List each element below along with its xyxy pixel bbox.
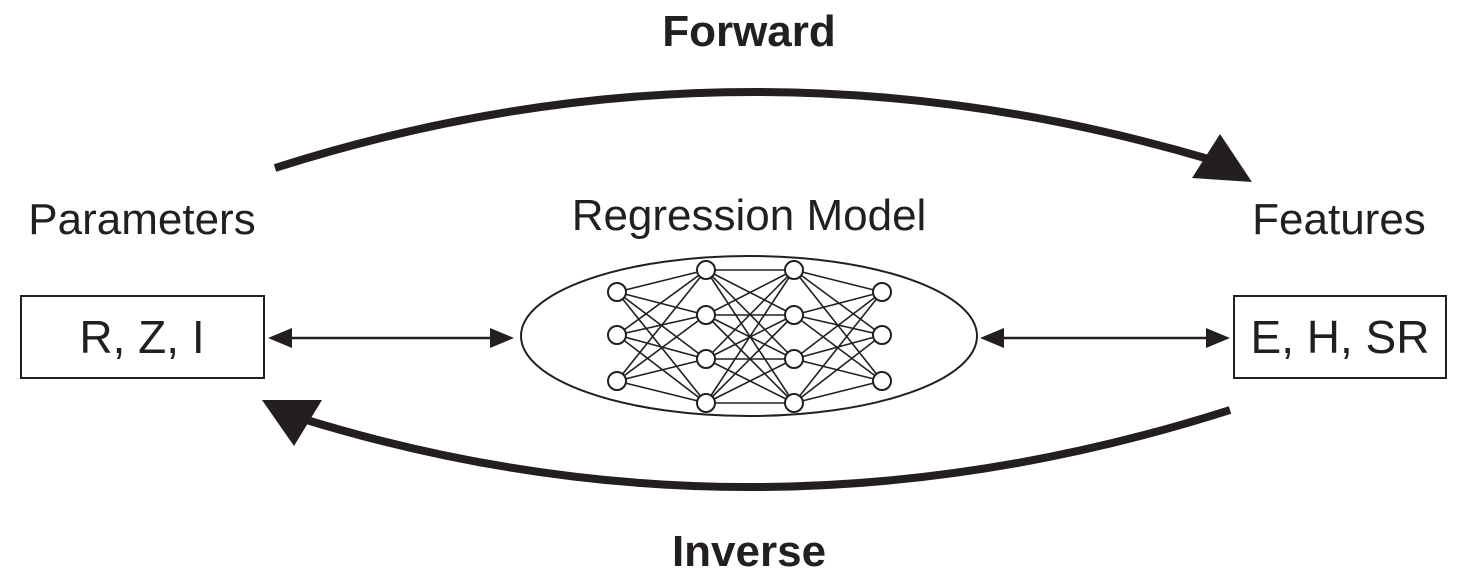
nn-connection bbox=[616, 291, 707, 316]
forward-arrow bbox=[273, 88, 1252, 182]
model-features-double-arrow bbox=[980, 328, 1230, 348]
forward-arrow-head bbox=[1192, 134, 1252, 182]
parameters-box bbox=[20, 295, 265, 379]
nn-connection bbox=[705, 269, 795, 360]
nn-node bbox=[607, 282, 627, 302]
params-model-right-head bbox=[490, 328, 514, 348]
neural-network-connections bbox=[616, 269, 883, 404]
features-box bbox=[1233, 295, 1447, 379]
nn-node bbox=[784, 349, 804, 369]
nn-connection bbox=[793, 291, 883, 404]
nn-connection bbox=[793, 269, 883, 336]
nn-connection bbox=[705, 358, 795, 404]
inverse-arrow-curve bbox=[298, 406, 1232, 492]
nn-connection bbox=[793, 269, 883, 293]
inverse-label: Inverse bbox=[672, 527, 826, 576]
nn-node bbox=[872, 371, 892, 391]
params-model-double-arrow bbox=[268, 328, 514, 348]
nn-connection bbox=[793, 334, 883, 404]
nn-connection bbox=[616, 314, 707, 382]
model-features-right-head bbox=[1206, 328, 1230, 348]
inverse-arrow-head bbox=[262, 400, 322, 446]
nn-connection bbox=[705, 269, 795, 404]
nn-connection bbox=[793, 291, 883, 316]
nn-connection bbox=[705, 314, 795, 404]
nn-connection bbox=[793, 380, 883, 404]
inverse-arrow bbox=[262, 400, 1232, 492]
features-values: E, H, SR bbox=[1251, 311, 1430, 363]
nn-connection bbox=[616, 269, 707, 336]
nn-connection bbox=[616, 334, 707, 404]
nn-node bbox=[784, 393, 804, 413]
params-model-left-head bbox=[268, 328, 292, 348]
nn-node bbox=[696, 393, 716, 413]
nn-connection bbox=[793, 291, 883, 360]
nn-node bbox=[696, 305, 716, 325]
model-heading: Regression Model bbox=[572, 191, 927, 240]
nn-connection bbox=[616, 380, 707, 404]
forward-label: Forward bbox=[662, 7, 836, 56]
features-heading: Features bbox=[1252, 195, 1426, 244]
nn-node bbox=[607, 371, 627, 391]
parameters-values: R, Z, I bbox=[79, 311, 204, 363]
nn-node bbox=[784, 260, 804, 280]
nn-connection bbox=[616, 269, 707, 293]
forward-arrow-curve bbox=[273, 88, 1214, 172]
nn-node bbox=[696, 349, 716, 369]
parameters-heading: Parameters bbox=[28, 195, 255, 244]
nn-node bbox=[784, 305, 804, 325]
nn-node bbox=[607, 325, 627, 345]
nn-connection bbox=[705, 269, 795, 316]
nn-node bbox=[696, 260, 716, 280]
nn-node bbox=[872, 325, 892, 345]
nn-connection bbox=[616, 269, 707, 382]
neural-network-nodes bbox=[607, 260, 892, 413]
model-features-left-head bbox=[980, 328, 1004, 348]
nn-connection bbox=[616, 334, 707, 360]
nn-node bbox=[872, 282, 892, 302]
nn-connection bbox=[616, 358, 707, 382]
